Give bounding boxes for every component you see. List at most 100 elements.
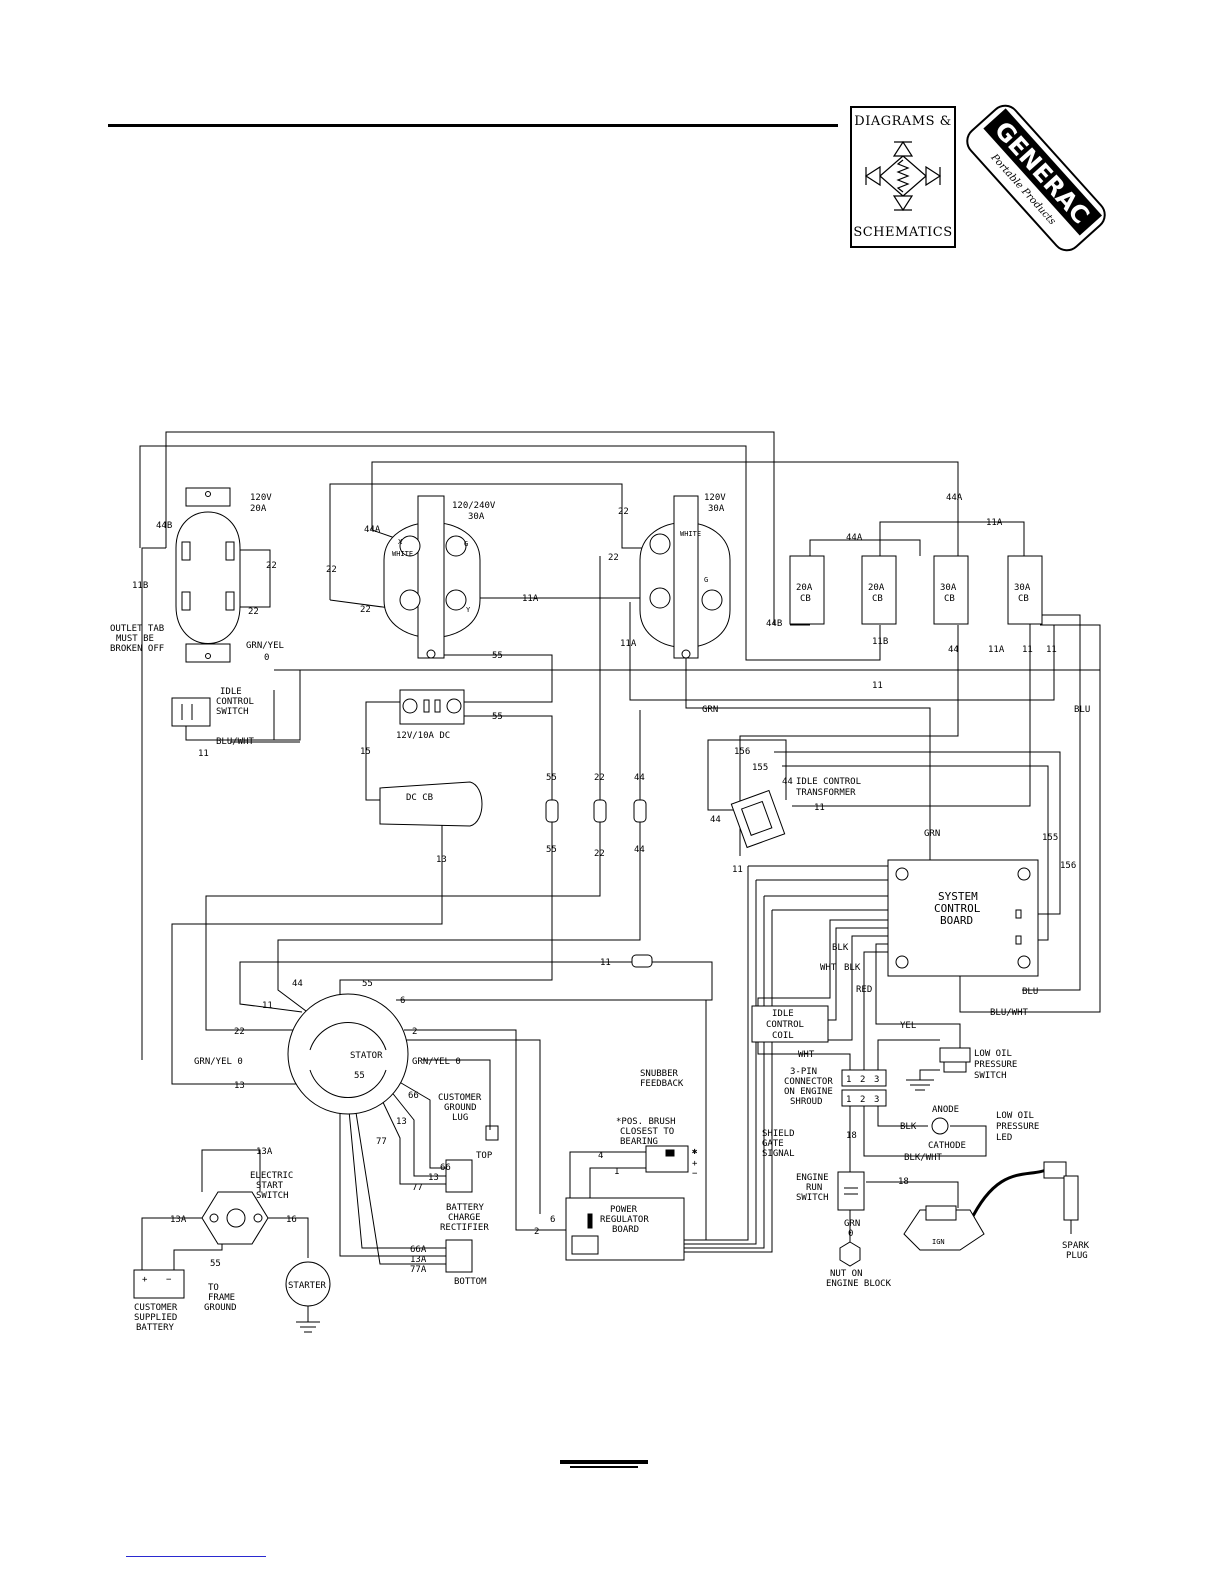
wire-label-zero-2: 0: [848, 1229, 853, 1239]
wire-label-11a-4: 11A: [988, 645, 1005, 655]
three-pin-line2: CONNECTOR: [784, 1077, 833, 1087]
wire-label-156-1: 156: [734, 747, 750, 757]
circuit-breaker-20a-1: [789, 555, 825, 625]
wire-label-1: 1: [614, 1167, 619, 1177]
wire-label-66-1: 66: [408, 1091, 419, 1101]
wire-label-11-8: 11: [262, 1001, 273, 1011]
wire-label-blk-1: BLK: [832, 943, 849, 953]
wire-label-77a: 77A: [410, 1265, 427, 1275]
dc-circuit-breaker: [379, 781, 483, 827]
engine-run-switch: [837, 1171, 865, 1211]
battery-charge-rectifier: [445, 1159, 473, 1273]
wire-label-55-6: 55: [354, 1071, 365, 1081]
dc-receptacle-label: 12V/10A DC: [396, 731, 450, 741]
wire-label-11-7: 11: [600, 958, 611, 968]
rectifier-bottom-label: BOTTOM: [454, 1277, 487, 1287]
low-oil-led-line3: LED: [996, 1133, 1012, 1143]
wire-label-155-1: 155: [752, 763, 768, 773]
pin-2-top: 2: [860, 1075, 865, 1085]
circuit-breaker-30a-1: [933, 555, 969, 625]
cb4-line1: 30A: [1014, 583, 1031, 593]
electric-start-line1: ELECTRIC: [250, 1171, 293, 1181]
snubber-line2: FEEDBACK: [640, 1079, 684, 1089]
system-board-line3: BOARD: [940, 914, 973, 927]
header-rule: [108, 124, 838, 127]
electric-start-line3: SWITCH: [256, 1191, 289, 1201]
cb1-line2: CB: [800, 594, 811, 604]
wire-label-11b-1: 11B: [132, 581, 148, 591]
cb2-line1: 20A: [868, 583, 885, 593]
logo-top-text: DIAGRAMS &: [854, 114, 952, 129]
outlet-tab-line2: MUST BE: [116, 634, 154, 644]
engine-run-line3: SWITCH: [796, 1193, 829, 1203]
wire-number-labels: 44B 11B 22 22 GRN/YEL 0 44A 22 22 11A 22…: [132, 493, 1090, 1275]
white-label-2: WHITE: [680, 530, 701, 538]
recep-120-20-line1: 120V: [250, 493, 272, 503]
recep-240-line1: 120/240V: [452, 501, 496, 511]
recep-120-20-line2: 20A: [250, 504, 267, 514]
low-oil-switch-line1: LOW OIL: [974, 1049, 1012, 1059]
ground-lug-line2: GROUND: [444, 1103, 477, 1113]
nut-line2: ENGINE BLOCK: [826, 1279, 892, 1289]
wire-label-55-5: 55: [362, 979, 373, 989]
low-oil-pressure-switch: [939, 1047, 971, 1073]
wire-label-blk-3: BLK: [900, 1122, 917, 1132]
wire-label-wht-1: WHT: [820, 963, 837, 973]
wire-label-13a-2: 13A: [170, 1215, 187, 1225]
diagrams-schematics-logo: DIAGRAMS & SCHEMATICS: [850, 106, 956, 248]
wire-label-22-7: 22: [594, 773, 605, 783]
system-control-board: [887, 859, 1039, 977]
snubber-line1: SNUBBER: [640, 1069, 679, 1079]
rectifier-line3: RECTIFIER: [440, 1223, 489, 1233]
pin-1-top: 1: [846, 1075, 851, 1085]
ignition-module: [903, 1205, 985, 1251]
rectifier-line2: CHARGE: [448, 1213, 481, 1223]
wire-label-2-1: 2: [412, 1027, 417, 1037]
power-reg-line3: BOARD: [612, 1225, 639, 1235]
wire-label-11-6: 11: [732, 865, 743, 875]
wire-label-22-3: 22: [326, 565, 337, 575]
pin-2-bottom: 2: [860, 1095, 865, 1105]
wire-label-44a-1: 44A: [364, 525, 381, 535]
cathode-label: CATHODE: [928, 1141, 966, 1151]
spark-line2: PLUG: [1066, 1251, 1088, 1261]
page-number-underline: [570, 1466, 638, 1468]
wire-label-55-7: 55: [210, 1259, 221, 1269]
rectifier-line1: BATTERY: [446, 1203, 485, 1213]
wire-label-77-2: 77: [412, 1183, 423, 1193]
power-reg-line2: REGULATOR: [600, 1215, 649, 1225]
battery-plus: +: [142, 1275, 148, 1285]
outlet-tab-line3: BROKEN OFF: [110, 644, 164, 654]
wire-label-55-4: 55: [546, 845, 557, 855]
page-number-bar: [560, 1460, 648, 1464]
customer-ground-lug: [485, 1125, 499, 1141]
cb2-line2: CB: [872, 594, 883, 604]
wire-label-44-6: 44: [292, 979, 303, 989]
battery-line1: CUSTOMER: [134, 1303, 178, 1313]
circuit-breaker-20a-2: [861, 555, 897, 625]
wire-label-18-1: 18: [846, 1131, 857, 1141]
brush-plus: +: [692, 1159, 698, 1169]
brush-line2: CLOSEST TO: [620, 1127, 674, 1137]
wire-label-13-2: 13: [234, 1081, 245, 1091]
wire-label-44a-2: 44A: [946, 493, 963, 503]
brush-assembly: [645, 1145, 689, 1173]
wire-label-13a-3: 13A: [410, 1255, 427, 1265]
wire-label-155-2: 155: [1042, 833, 1058, 843]
wire-label-bluwht-1: BLU/WHT: [216, 737, 255, 747]
wire-label-grn-1: GRN: [702, 705, 718, 715]
footer-link-underline[interactable]: [126, 1556, 266, 1557]
wire-label-44b-1: 44B: [156, 521, 172, 531]
wire-label-wht-2: WHT: [798, 1050, 815, 1060]
dc-cb-label: DC CB: [406, 793, 433, 803]
anode-label: ANODE: [932, 1105, 959, 1115]
dc-receptacle: [399, 689, 465, 725]
pin-3-bottom: 3: [874, 1095, 879, 1105]
brush-line3: BEARING: [620, 1137, 658, 1147]
wire-label-blk-2: BLK: [844, 963, 861, 973]
wire-label-11a-3: 11A: [986, 518, 1003, 528]
ground-lug-line3: LUG: [452, 1113, 468, 1123]
generac-logo: GENERAC Portable Products: [966, 104, 1106, 252]
wire-label-22-5: 22: [618, 507, 629, 517]
wire-label-bluwht-2: BLU/WHT: [990, 1008, 1029, 1018]
